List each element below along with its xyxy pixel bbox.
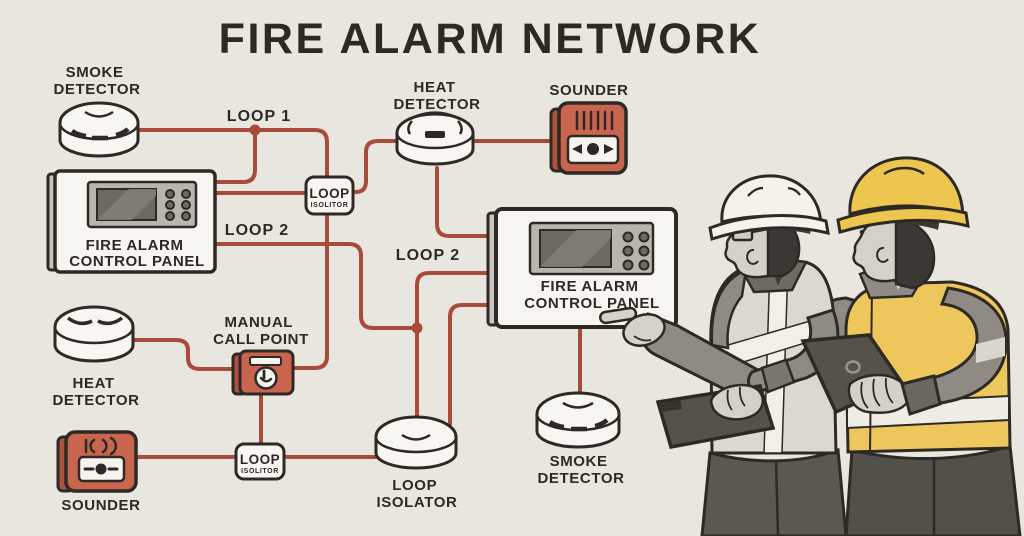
loop-isolator-box-bottom: LOOP ISOLITOR xyxy=(234,442,286,481)
loop2-junction-dot xyxy=(411,322,423,334)
heat-detector-icon xyxy=(53,305,135,363)
page-title: FIRE ALARM NETWORK xyxy=(219,15,762,63)
sounder-icon xyxy=(56,430,138,493)
loop-wiring xyxy=(131,124,582,459)
white-hard-hat-icon xyxy=(708,174,830,241)
svg-text:HEAT DETECTOR: HEAT DETECTOR xyxy=(393,79,480,113)
pointing-hand xyxy=(622,313,666,347)
svg-text:SOUNDER: SOUNDER xyxy=(549,82,628,99)
worker-white-helmet xyxy=(598,174,848,536)
svg-text:LOOP: LOOP xyxy=(240,452,280,467)
svg-text:HEAT DETECTOR: HEAT DETECTOR xyxy=(52,375,139,409)
smoke-detector-top: SMOKE DETECTOR xyxy=(53,64,140,158)
loop1-label: LOOP 1 xyxy=(227,108,291,125)
cuff xyxy=(760,358,796,394)
sounder-top: SOUNDER xyxy=(549,82,628,175)
svg-text:SMOKE DETECTOR: SMOKE DETECTOR xyxy=(537,453,624,487)
cuff xyxy=(900,374,942,416)
control-panel-left: FIRE ALARM CONTROL PANEL xyxy=(46,169,217,274)
svg-text:LOOP: LOOP xyxy=(309,186,349,201)
svg-text:MANUAL CALL POINT: MANUAL CALL POINT xyxy=(213,314,309,348)
loop2-right-label: LOOP 2 xyxy=(396,247,460,264)
sounder-left: SOUNDER xyxy=(56,430,140,514)
right-sleeve xyxy=(913,286,1008,409)
loop1-junction-dot xyxy=(249,124,261,136)
panel-buttons xyxy=(165,189,191,221)
hair xyxy=(894,216,936,290)
hand-on-tablet xyxy=(710,383,765,421)
yellow-hard-hat-icon xyxy=(836,156,970,234)
loop-isolator-disc: LOOP ISOLATOR xyxy=(374,415,458,511)
pointing-finger xyxy=(598,306,638,325)
svg-text:FIRE ALARM CONTROL PANEL: FIRE ALARM CONTROL PANEL xyxy=(69,237,205,270)
trousers xyxy=(700,447,848,536)
svg-text:FIRE ALARM CONTROL PANEL: FIRE ALARM CONTROL PANEL xyxy=(524,278,660,312)
svg-text:ISOLITOR: ISOLITOR xyxy=(311,202,349,209)
eye xyxy=(859,229,865,235)
control-panel-right: FIRE ALARM CONTROL PANEL xyxy=(486,207,678,329)
svg-text:LOOP ISOLATOR: LOOP ISOLATOR xyxy=(377,477,458,511)
svg-text:ISOLITOR: ISOLITOR xyxy=(241,468,279,475)
loop-isolator-icon xyxy=(374,415,458,470)
svg-text:SMOKE DETECTOR: SMOKE DETECTOR xyxy=(53,64,140,98)
smoke-detector-bottom: SMOKE DETECTOR xyxy=(535,391,624,487)
smoke-detector-icon xyxy=(535,391,621,449)
laptop-logo-icon xyxy=(845,360,861,374)
laptop xyxy=(800,333,942,416)
heat-detector-icon xyxy=(395,111,475,166)
sound-waves-icon xyxy=(84,436,118,456)
panel-buttons xyxy=(622,231,650,271)
holding-hand xyxy=(847,373,910,414)
sounder-icon xyxy=(549,101,628,175)
manual-call-point-icon xyxy=(231,349,295,396)
loop2-left-label: LOOP 2 xyxy=(225,222,289,239)
manual-call-point: MANUAL CALL POINT xyxy=(213,314,309,396)
smoke-detector-icon xyxy=(58,101,140,158)
svg-text:SOUNDER: SOUNDER xyxy=(61,497,140,514)
loop-isolator-box-top: LOOP ISOLITOR xyxy=(304,175,355,216)
heat-detector-top: HEAT DETECTOR xyxy=(393,79,480,166)
heat-detector-left: HEAT DETECTOR xyxy=(52,305,139,409)
